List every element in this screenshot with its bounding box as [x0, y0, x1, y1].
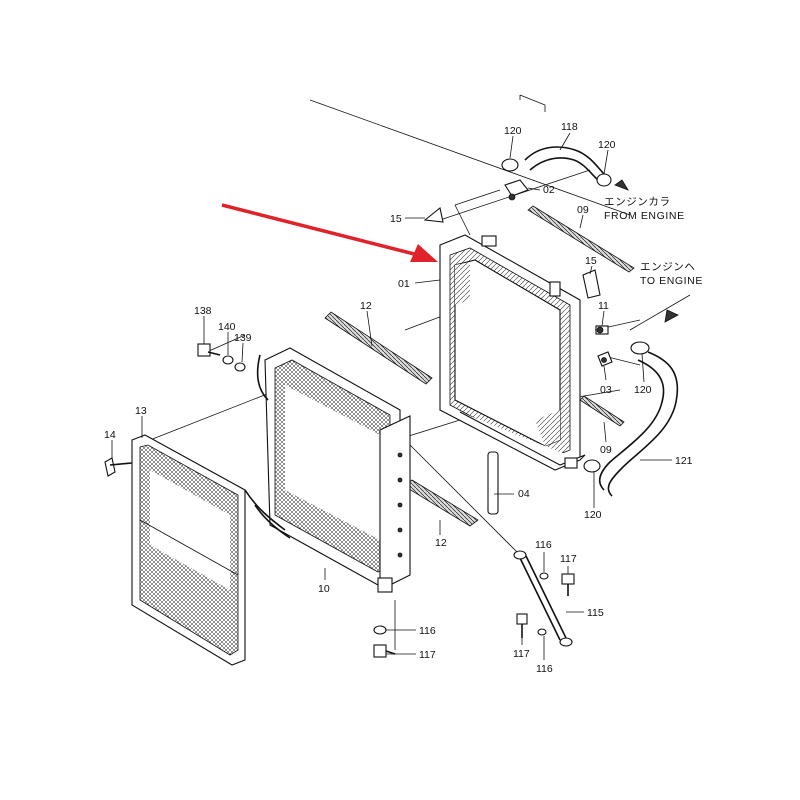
callout-03: 03 — [600, 384, 612, 396]
callout-116-right-top: 116 — [535, 539, 552, 551]
frame-fragment — [519, 94, 546, 112]
bolt-117-right-top — [561, 573, 575, 596]
note-to-engine-en: TO ENGINE — [640, 275, 703, 287]
radiator-cap-bolt — [508, 193, 516, 201]
bracket-15-top — [423, 207, 444, 223]
stay-rod-115 — [519, 557, 561, 641]
seal-strip-12-lower — [403, 479, 479, 527]
callout-120-top-left: 120 — [504, 125, 522, 137]
bolt-11 — [595, 325, 609, 335]
callout-11: 11 — [598, 300, 609, 312]
stay-end-top — [513, 550, 527, 560]
callout-01: 01 — [398, 278, 410, 290]
washer-116-right-top — [539, 572, 549, 580]
radiator-core-01 — [439, 234, 586, 471]
bolt-117-right-bottom — [516, 613, 528, 638]
hose-clamp-120-top-right — [596, 173, 612, 187]
flow-notes: エンジンカラ FROM ENGINE エンジンヘ TO ENGINE — [604, 196, 703, 287]
seal-strip-09-lower — [579, 395, 625, 427]
callout-121: 121 — [675, 455, 693, 467]
radiator-outlet-neck — [564, 457, 578, 469]
hose-clamp-120-mid — [630, 341, 650, 355]
upper-hose-118-inner — [529, 157, 601, 183]
bolt-117-bottom — [373, 644, 396, 658]
hose-clamp-120-bottom — [583, 459, 601, 473]
callout-138: 138 — [194, 305, 212, 317]
washer-116-right-bottom — [537, 628, 547, 636]
callout-120-bottom: 120 — [584, 509, 602, 521]
callout-10: 10 — [318, 583, 330, 595]
drain-cock-03 — [597, 351, 613, 367]
note-from-engine-jp: エンジンカラ — [604, 196, 671, 208]
callout-116-bottom: 116 — [419, 625, 436, 637]
callout-117-right-top: 117 — [560, 553, 577, 565]
callout-120-mid: 120 — [634, 384, 652, 396]
callout-120-top-right: 120 — [598, 139, 616, 151]
callout-14: 14 — [104, 429, 116, 441]
note-to-engine-jp: エンジンヘ — [640, 261, 696, 273]
radiator-filler-neck — [549, 281, 561, 297]
stay-end-bottom — [559, 637, 573, 647]
callout-12-lower: 12 — [435, 537, 447, 549]
bolt-138 — [197, 343, 221, 357]
callout-02: 02 — [543, 184, 555, 196]
callout-118: 118 — [561, 121, 578, 133]
stay-rod-115-edge — [525, 555, 567, 639]
callout-15-right: 15 — [585, 255, 597, 267]
callout-13: 13 — [135, 405, 147, 417]
seal-strip-09-upper — [527, 205, 635, 273]
seal-strip-12-upper — [324, 311, 433, 385]
radiator-cap-02 — [504, 179, 529, 197]
wing-bolt-14 — [104, 457, 133, 477]
washer-140 — [222, 355, 234, 365]
callout-15-top: 15 — [390, 213, 402, 225]
callout-04: 04 — [518, 488, 530, 500]
screen-13 — [131, 434, 246, 666]
hose-clamp-120-top-left — [501, 158, 519, 172]
leader-lines — [111, 132, 672, 660]
washer-116-bottom — [373, 625, 387, 635]
arrow-to-engine-icon — [664, 309, 679, 323]
callout-labels: 120 118 120 02 15 09 01 15 11 03 120 09 … — [104, 121, 693, 675]
red-highlight-arrow — [221, 203, 438, 262]
callout-116-right-bottom: 116 — [536, 663, 553, 675]
upper-hose-118 — [524, 146, 606, 176]
callout-09-upper: 09 — [577, 204, 589, 216]
lower-hose-121-inner — [598, 359, 665, 491]
callout-117-bottom: 117 — [419, 649, 436, 661]
callout-117-right-bottom: 117 — [513, 648, 530, 660]
callout-115: 115 — [587, 607, 604, 619]
callout-12-upper: 12 — [360, 300, 372, 312]
callout-140: 140 — [218, 321, 236, 333]
callout-139: 139 — [234, 332, 252, 344]
radiator-inlet-neck — [481, 235, 497, 247]
lower-hose-121 — [607, 351, 679, 497]
note-from-engine-en: FROM ENGINE — [604, 210, 685, 222]
oil-cooler-10 — [244, 347, 411, 593]
pipe-04 — [487, 451, 499, 515]
callout-09-lower: 09 — [600, 444, 612, 456]
bracket-15-right — [582, 269, 601, 299]
arrow-from-engine-icon — [614, 179, 629, 191]
washer-139 — [234, 362, 246, 372]
